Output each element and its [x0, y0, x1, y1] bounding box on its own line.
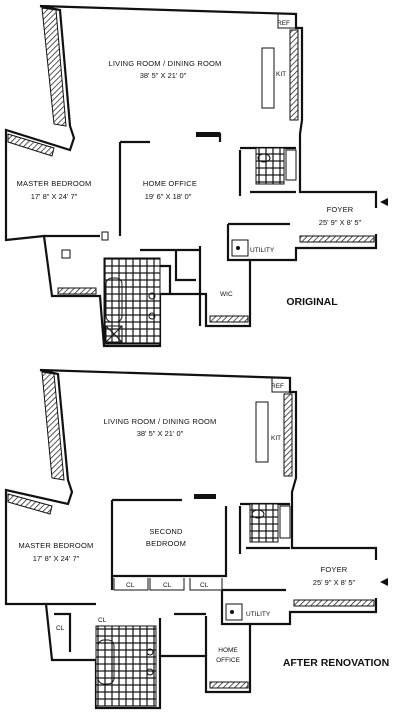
kitchen-island [261, 47, 275, 109]
exterior-walls [4, 4, 378, 348]
entry-arrow-icon-r [380, 578, 388, 586]
window-strip-foyer [299, 235, 375, 243]
master-bedroom-label: MASTER BEDROOM [17, 179, 92, 188]
closet-label-3: CL [200, 582, 209, 589]
utility-label-r: UTILITY [246, 611, 271, 618]
home-office-label-line2-r: OFFICE [216, 657, 240, 664]
home-office-dims: 19' 6" X 18' 0" [145, 192, 192, 201]
window-strip-kitchen [289, 29, 299, 121]
shower-stall [105, 325, 123, 343]
toilet-r [251, 509, 265, 519]
home-office-label-line1-r: HOME [218, 647, 238, 654]
utility-closet [231, 239, 249, 257]
toilet [257, 153, 271, 163]
foyer-label-r: FOYER [321, 565, 348, 574]
second-bedroom-label-line2: BEDROOM [146, 539, 186, 548]
window-strip-west-r [7, 493, 53, 515]
window-strip-wic [209, 315, 249, 323]
living-dining-label: LIVING ROOM / DINING ROOM [109, 59, 222, 68]
window-strip-north-r [41, 371, 65, 481]
living-dining-label-r: LIVING ROOM / DINING ROOM [104, 417, 217, 426]
master-bedroom-dims: 17' 8" X 24' 7" [31, 192, 78, 201]
closet-label-2: CL [163, 582, 172, 589]
sink-1 [148, 292, 156, 300]
kitchen-label: KIT [276, 71, 286, 78]
ref-label: REF [277, 20, 290, 27]
interior-walls [44, 132, 296, 326]
utility-closet-r [225, 603, 243, 621]
foyer-label: FOYER [327, 205, 354, 214]
kitchen-label-r: KIT [271, 435, 281, 442]
column [61, 249, 71, 259]
window-strip-west [7, 133, 55, 157]
original-floorplan: LIVING ROOM / DINING ROOM 38' 5" X 21' 0… [4, 4, 388, 348]
window-strip-south [57, 287, 97, 295]
utility-label: UTILITY [250, 247, 275, 254]
window-strip-kitchen-r [283, 393, 293, 477]
living-dining-dims: 38' 5" X 21' 0" [140, 71, 187, 80]
master-bathtub [105, 277, 123, 323]
wic-label: WIC [220, 291, 233, 298]
master-bedroom-dims-r: 17' 8" X 24' 7" [33, 554, 80, 563]
bathtub-small-r [279, 505, 291, 539]
interior-walls-renovated [46, 494, 290, 656]
bathroom-floor-tiles [255, 147, 285, 185]
renovated-floorplan: LIVING ROOM / DINING ROOM 38' 5" X 21' 0… [4, 368, 389, 710]
sink-2-r [146, 668, 154, 676]
kitchen-island-r [255, 401, 269, 463]
window-strip-office-r [209, 681, 249, 689]
foyer-dims: 25' 9" X 8' 5" [319, 218, 362, 227]
bathtub-small [285, 149, 297, 181]
master-bedroom-label-r: MASTER BEDROOM [19, 541, 94, 550]
foyer-dims-r: 25' 9" X 8' 5" [313, 578, 356, 587]
original-status-label: ORIGINAL [286, 296, 338, 308]
refrigerator [277, 13, 297, 29]
bathroom-floor-tiles-r [249, 503, 279, 543]
ref-label-r: REF [271, 383, 284, 390]
column-small [101, 231, 109, 241]
second-bedroom-label-line1: SECOND [149, 527, 183, 536]
master-bath-floor-tiles [103, 257, 161, 345]
closet-label-5: CL [98, 617, 107, 624]
window-strip-north [41, 7, 67, 127]
sink-2 [148, 312, 156, 320]
refrigerator-r [271, 377, 291, 393]
home-office-label: HOME OFFICE [143, 179, 197, 188]
sink-1-r [146, 648, 154, 656]
closet-label-4: CL [56, 625, 65, 632]
closet-label-1: CL [126, 582, 135, 589]
window-strip-foyer-r [293, 599, 375, 607]
entry-arrow-icon [380, 198, 388, 206]
living-dining-dims-r: 38' 5" X 21' 0" [137, 429, 184, 438]
master-bathtub-r [97, 639, 115, 685]
master-bath-floor-tiles-r [95, 625, 157, 707]
renovated-status-label: AFTER RENOVATION [283, 657, 389, 669]
